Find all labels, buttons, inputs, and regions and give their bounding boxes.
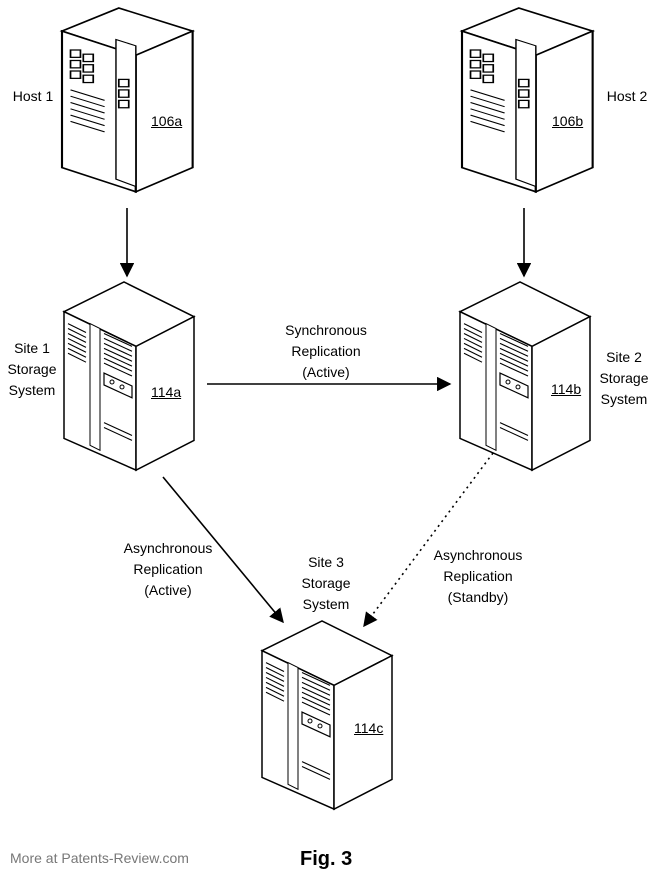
- figure-label: Fig. 3: [300, 848, 353, 870]
- site3-ref: 114c: [354, 720, 384, 736]
- async-active-replication-label: Asynchronous Replication (Active): [123, 540, 213, 598]
- site1-label: Site 1 Storage System: [7, 340, 57, 398]
- host2-label: Host 2: [606, 88, 648, 104]
- sync-replication-label: Synchronous Replication (Active): [285, 322, 367, 380]
- async-standby-replication-label: Asynchronous Replication (Standby): [433, 547, 523, 605]
- site1-storage-system: [63, 281, 195, 471]
- host1-ref: 106a: [151, 113, 183, 129]
- host2-server: [460, 6, 594, 193]
- async-active-replication-arrow: [162, 476, 284, 624]
- host2-ref: 106b: [552, 113, 584, 129]
- site1-ref: 114a: [151, 384, 182, 400]
- watermark-text: More at Patents-Review.com: [10, 850, 189, 866]
- host1-server: [60, 6, 194, 193]
- site3-storage-system: [261, 620, 393, 810]
- site3-label: Site 3 Storage System: [301, 554, 351, 612]
- site2-storage-system: [459, 281, 591, 471]
- site2-label: Site 2 Storage System: [599, 349, 649, 407]
- site2-ref: 114b: [551, 381, 582, 397]
- host1-label: Host 1: [12, 88, 54, 104]
